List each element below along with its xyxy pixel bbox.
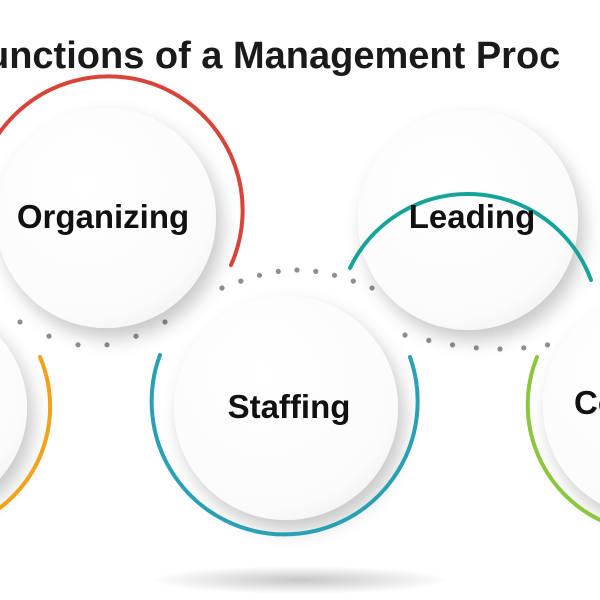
node-controlling: Co [525,308,600,522]
connector-dot [449,342,456,348]
connector-dot [75,342,81,348]
connector-dot [17,319,23,325]
node-organizing: Organizing [0,74,245,328]
connector-dot [275,268,281,274]
node-staffing: Staffing [149,296,420,537]
connector-dot [331,272,338,278]
node-label-leading: Leading [409,198,536,235]
node-label-organizing: Organizing [17,198,189,235]
node-planning [0,337,53,511]
organizing-arc [0,74,245,267]
connector-dot [426,337,432,343]
planning-arc [0,355,53,511]
floor-shadow [150,566,450,594]
connector-dot [133,333,139,339]
connector-dot [256,272,263,278]
node-label-staffing: Staffing [228,388,351,425]
connector-dot [497,346,503,352]
connector-dot [402,332,408,338]
connector-dot [46,333,52,339]
connector-dot [238,278,244,284]
connector-dot [219,285,225,291]
node-label-controlling: Co [574,384,600,421]
connector-dot [162,319,168,325]
connector-dot [350,278,356,284]
connector-dot [369,285,375,291]
connector-dot [544,342,551,348]
connector-dot [473,345,479,351]
diagram-title: unctions of a Management Proc [0,35,561,77]
leading-arc [348,191,593,282]
staffing-arc [149,353,420,537]
controlling-arc [525,355,600,522]
node-leading: Leading [348,110,593,330]
connector-dot [313,268,319,274]
connector-dot [294,267,300,273]
connector-dot [104,342,110,348]
connector-dot [521,345,527,351]
